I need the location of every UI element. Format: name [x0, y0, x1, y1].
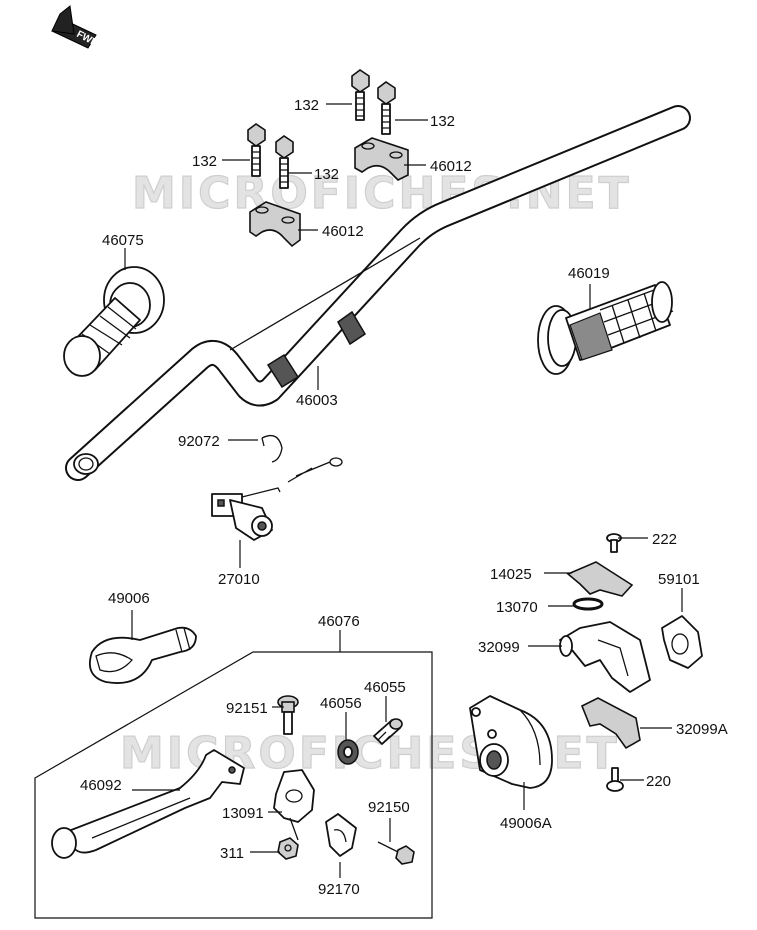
- label-46056: 46056: [320, 695, 362, 712]
- label-14025: 14025: [490, 566, 532, 583]
- adjuster-bolt: [373, 718, 403, 745]
- kill-switch: [211, 457, 343, 541]
- throttle-cover: [661, 615, 703, 669]
- band-clip: [261, 434, 283, 463]
- label-46076: 46076: [318, 613, 360, 630]
- label-46019: 46019: [568, 265, 610, 282]
- handlebar: [65, 105, 691, 481]
- label-46075: 46075: [102, 232, 144, 249]
- label-49006: 49006: [108, 590, 150, 607]
- screw-222: [606, 533, 622, 553]
- label-32099a: 32099A: [676, 721, 728, 738]
- label-92151: 92151: [226, 700, 268, 717]
- clutch-lever: [51, 749, 245, 859]
- clamp-ring: [572, 597, 604, 611]
- bolt-92151: [277, 695, 299, 735]
- throttle-case-upper: [559, 621, 651, 693]
- screw-220: [606, 767, 624, 792]
- bracket: [566, 561, 634, 597]
- label-132-c: 132: [192, 153, 217, 170]
- label-46055: 46055: [364, 679, 406, 696]
- label-222: 222: [652, 531, 677, 548]
- part-labels: 132 132 132 132 46012 46012 46075 46003 …: [80, 97, 728, 898]
- lever-clamp: [325, 813, 357, 857]
- label-92072: 92072: [178, 433, 220, 450]
- throttle-case-lower: [580, 697, 641, 750]
- label-49006a: 49006A: [500, 815, 552, 832]
- bolt-132-group: [247, 69, 396, 189]
- grip-right: [537, 281, 674, 375]
- lever-holder: [273, 769, 315, 841]
- grip-left: [63, 266, 165, 377]
- label-27010: 27010: [218, 571, 260, 588]
- label-132-b: 132: [430, 113, 455, 130]
- label-13070: 13070: [496, 599, 538, 616]
- label-46012-lower: 46012: [322, 223, 364, 240]
- label-92170: 92170: [318, 881, 360, 898]
- label-311: 311: [220, 845, 244, 862]
- label-132-d: 132: [314, 166, 339, 183]
- label-46092: 46092: [80, 777, 122, 794]
- label-132-a: 132: [294, 97, 319, 114]
- holder-upper: [354, 137, 409, 181]
- leader-lines: [124, 103, 683, 878]
- label-32099: 32099: [478, 639, 520, 656]
- label-92150: 92150: [368, 799, 410, 816]
- assembly-frame: [34, 651, 433, 919]
- label-220: 220: [646, 773, 671, 790]
- label-59101: 59101: [658, 571, 700, 588]
- adjuster-wheel: [337, 739, 359, 765]
- lever-cover-boot: [88, 626, 197, 684]
- label-46012-upper: 46012: [430, 158, 472, 175]
- throttle-tube: [469, 695, 553, 789]
- fwd-arrow-icon: FWD: [51, 5, 100, 49]
- label-46003: 46003: [296, 392, 338, 409]
- label-13091: 13091: [222, 805, 264, 822]
- bolt-92150: [377, 841, 415, 865]
- holder-lower: [249, 201, 301, 248]
- nut-311: [277, 837, 299, 860]
